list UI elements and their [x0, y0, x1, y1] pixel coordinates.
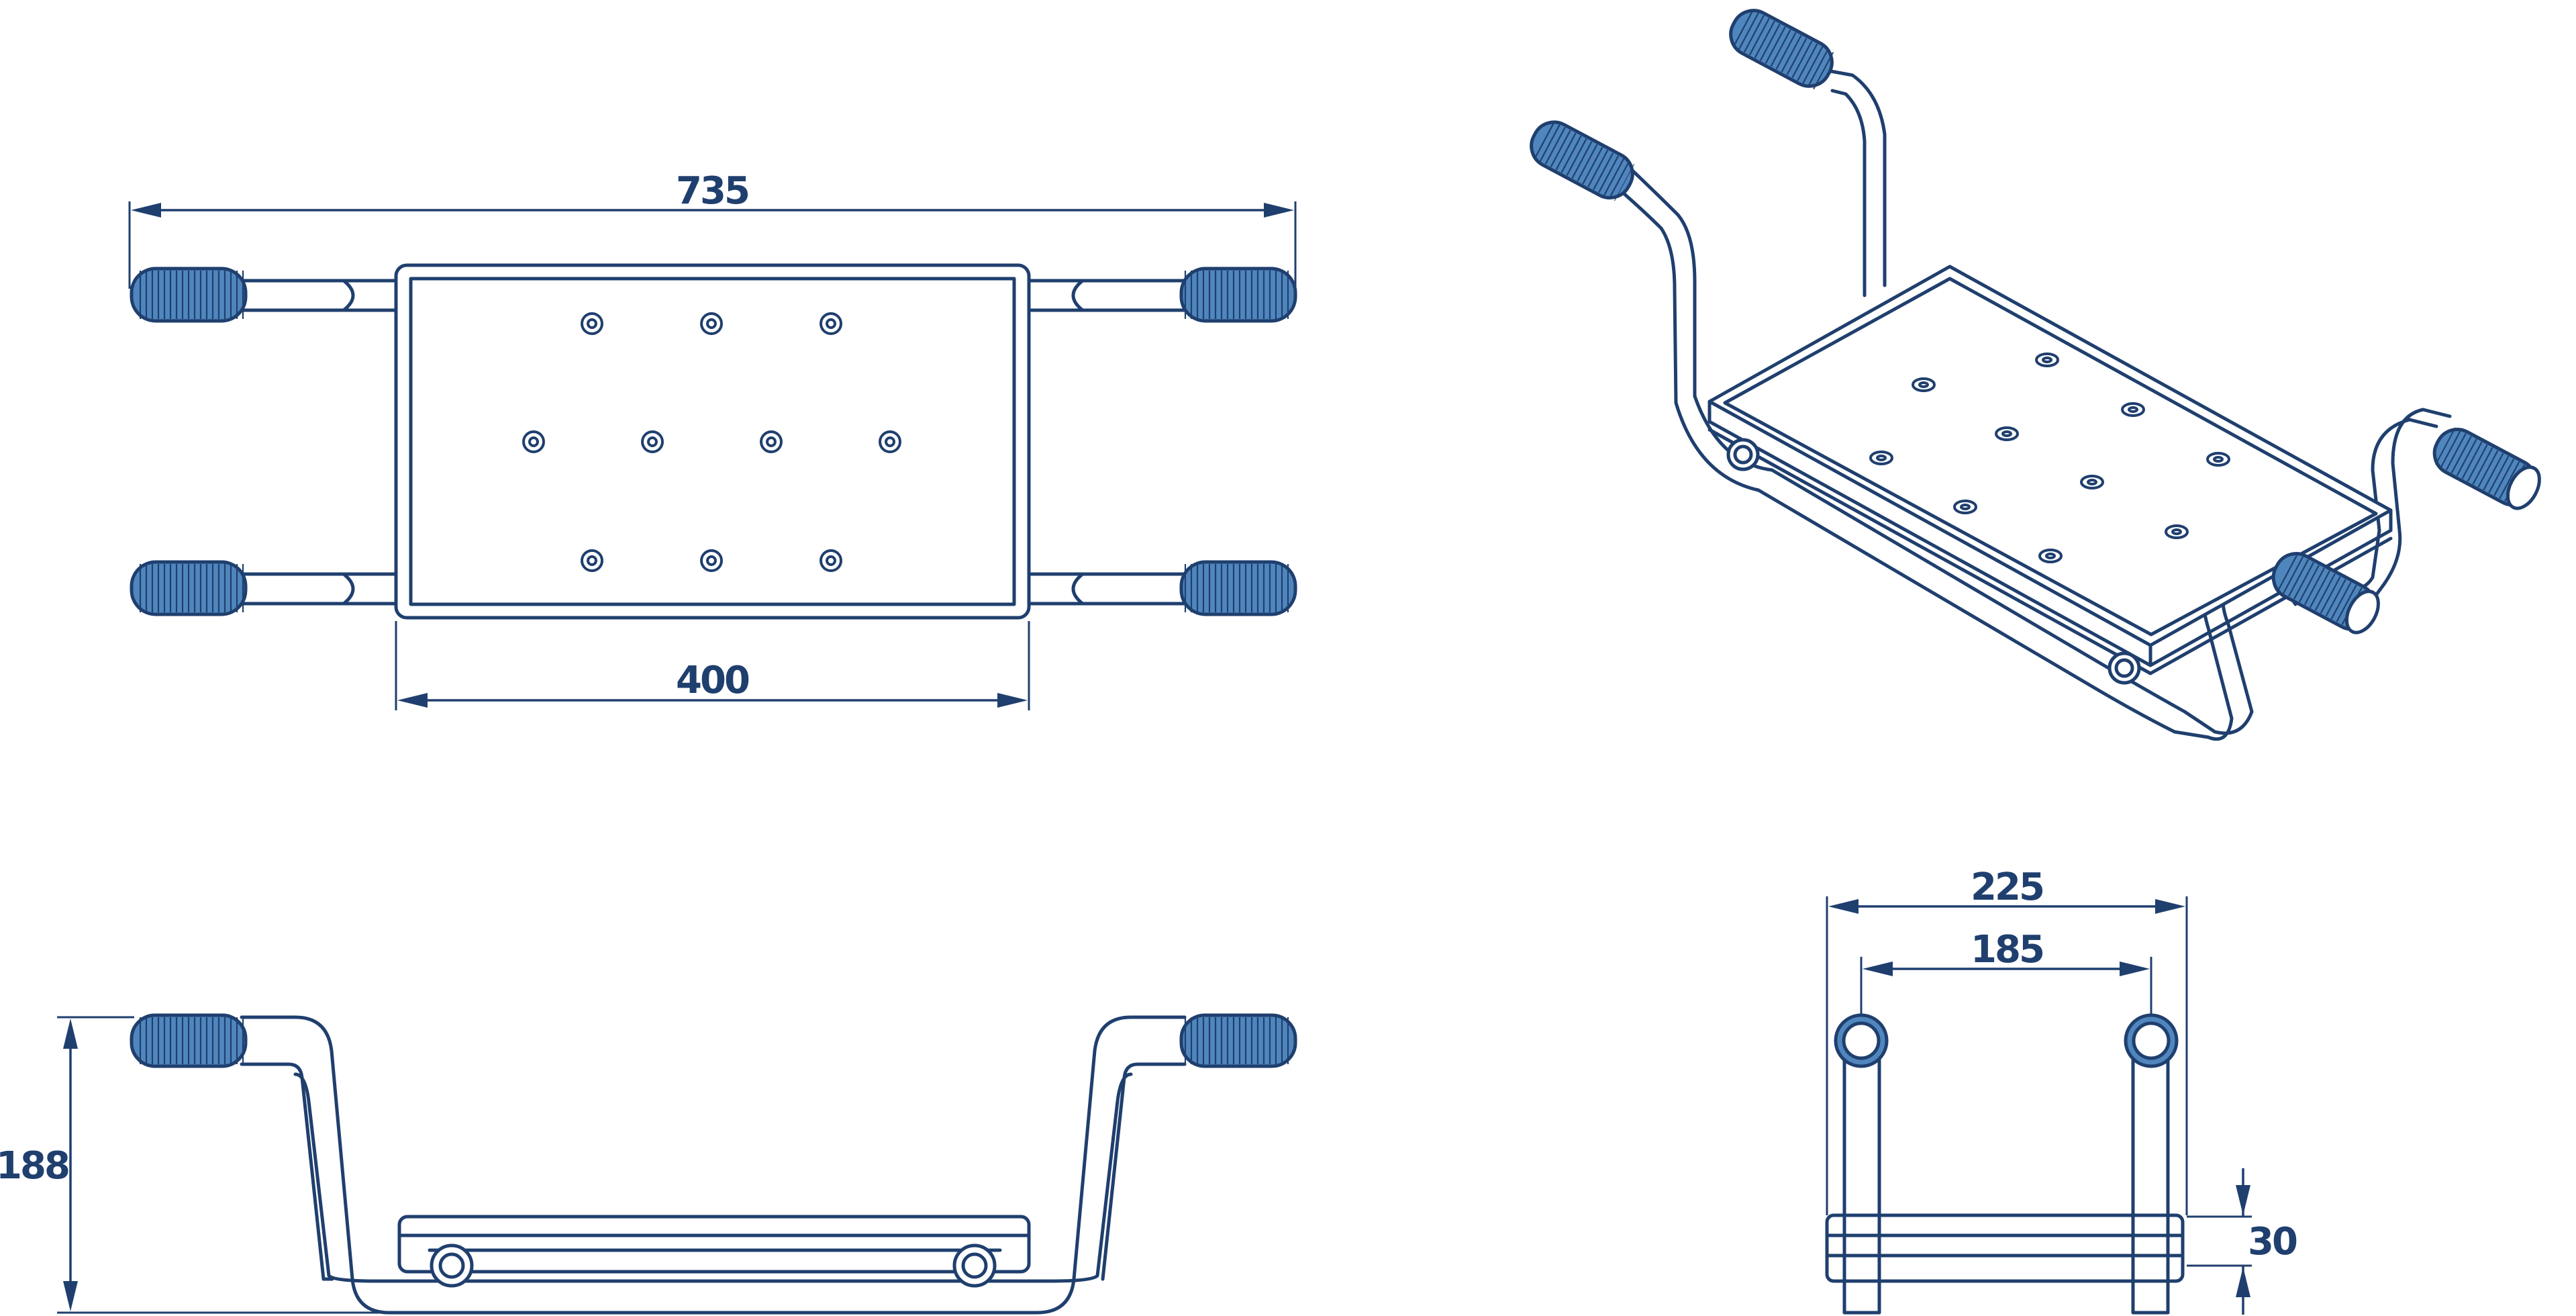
iso-grip-back [1729, 8, 1834, 90]
iso-grip-back-right [2432, 427, 2541, 510]
top-view-seat-inner [409, 277, 1016, 606]
top-view-tube-lower-left [240, 572, 398, 606]
dimension-outer-width: 225 [1826, 865, 2188, 1215]
dimension-label-30: 30 [2248, 1220, 2297, 1264]
dimension-label-185: 185 [1971, 928, 2043, 972]
top-view-seat-outer [394, 263, 1031, 620]
top-view-tube-upper-right [1028, 279, 1187, 312]
end-view: 225 185 30 [1825, 865, 2299, 1315]
dimension-label-735: 735 [676, 169, 748, 213]
dimension-label-400: 400 [676, 659, 749, 702]
dimension-inner-width: 185 [1860, 928, 2152, 1015]
iso-seat-edge [1707, 399, 2393, 667]
grip-ribs [138, 564, 245, 612]
end-view-seat-section [1825, 1213, 2185, 1283]
dimension-overall-length: 735 [128, 169, 1297, 289]
dimension-label-225: 225 [1971, 865, 2043, 909]
grip-ribs [138, 1017, 245, 1064]
iso-tube-back [1807, 65, 1887, 297]
front-view: 188 [0, 1013, 1297, 1315]
dimension-label-188: 188 [0, 1144, 68, 1188]
dimension-height: 188 [0, 1016, 389, 1314]
iso-grip-front-left [1530, 120, 1635, 201]
grip-ribs [1181, 564, 1289, 612]
grip-ribs [1181, 1017, 1289, 1064]
grip-ribs [138, 271, 245, 319]
dimension-seat-length: 400 [395, 621, 1030, 710]
isometric-view [1530, 8, 2541, 741]
grip-ribs [1181, 271, 1289, 319]
iso-tube-front-left [1616, 166, 2217, 739]
iso-drain-holes [1869, 352, 2230, 563]
top-view-tube-upper-left [240, 279, 398, 312]
front-view-seat-profile [397, 1215, 1031, 1274]
top-view-drain-holes [522, 312, 901, 572]
iso-grip-front-right [2271, 551, 2380, 634]
dimension-seat-thickness: 30 [2187, 1168, 2299, 1315]
top-view-tube-lower-right [1028, 572, 1187, 606]
front-view-frame-outer [240, 1015, 1187, 1315]
top-view: 735 400 [128, 169, 1297, 710]
